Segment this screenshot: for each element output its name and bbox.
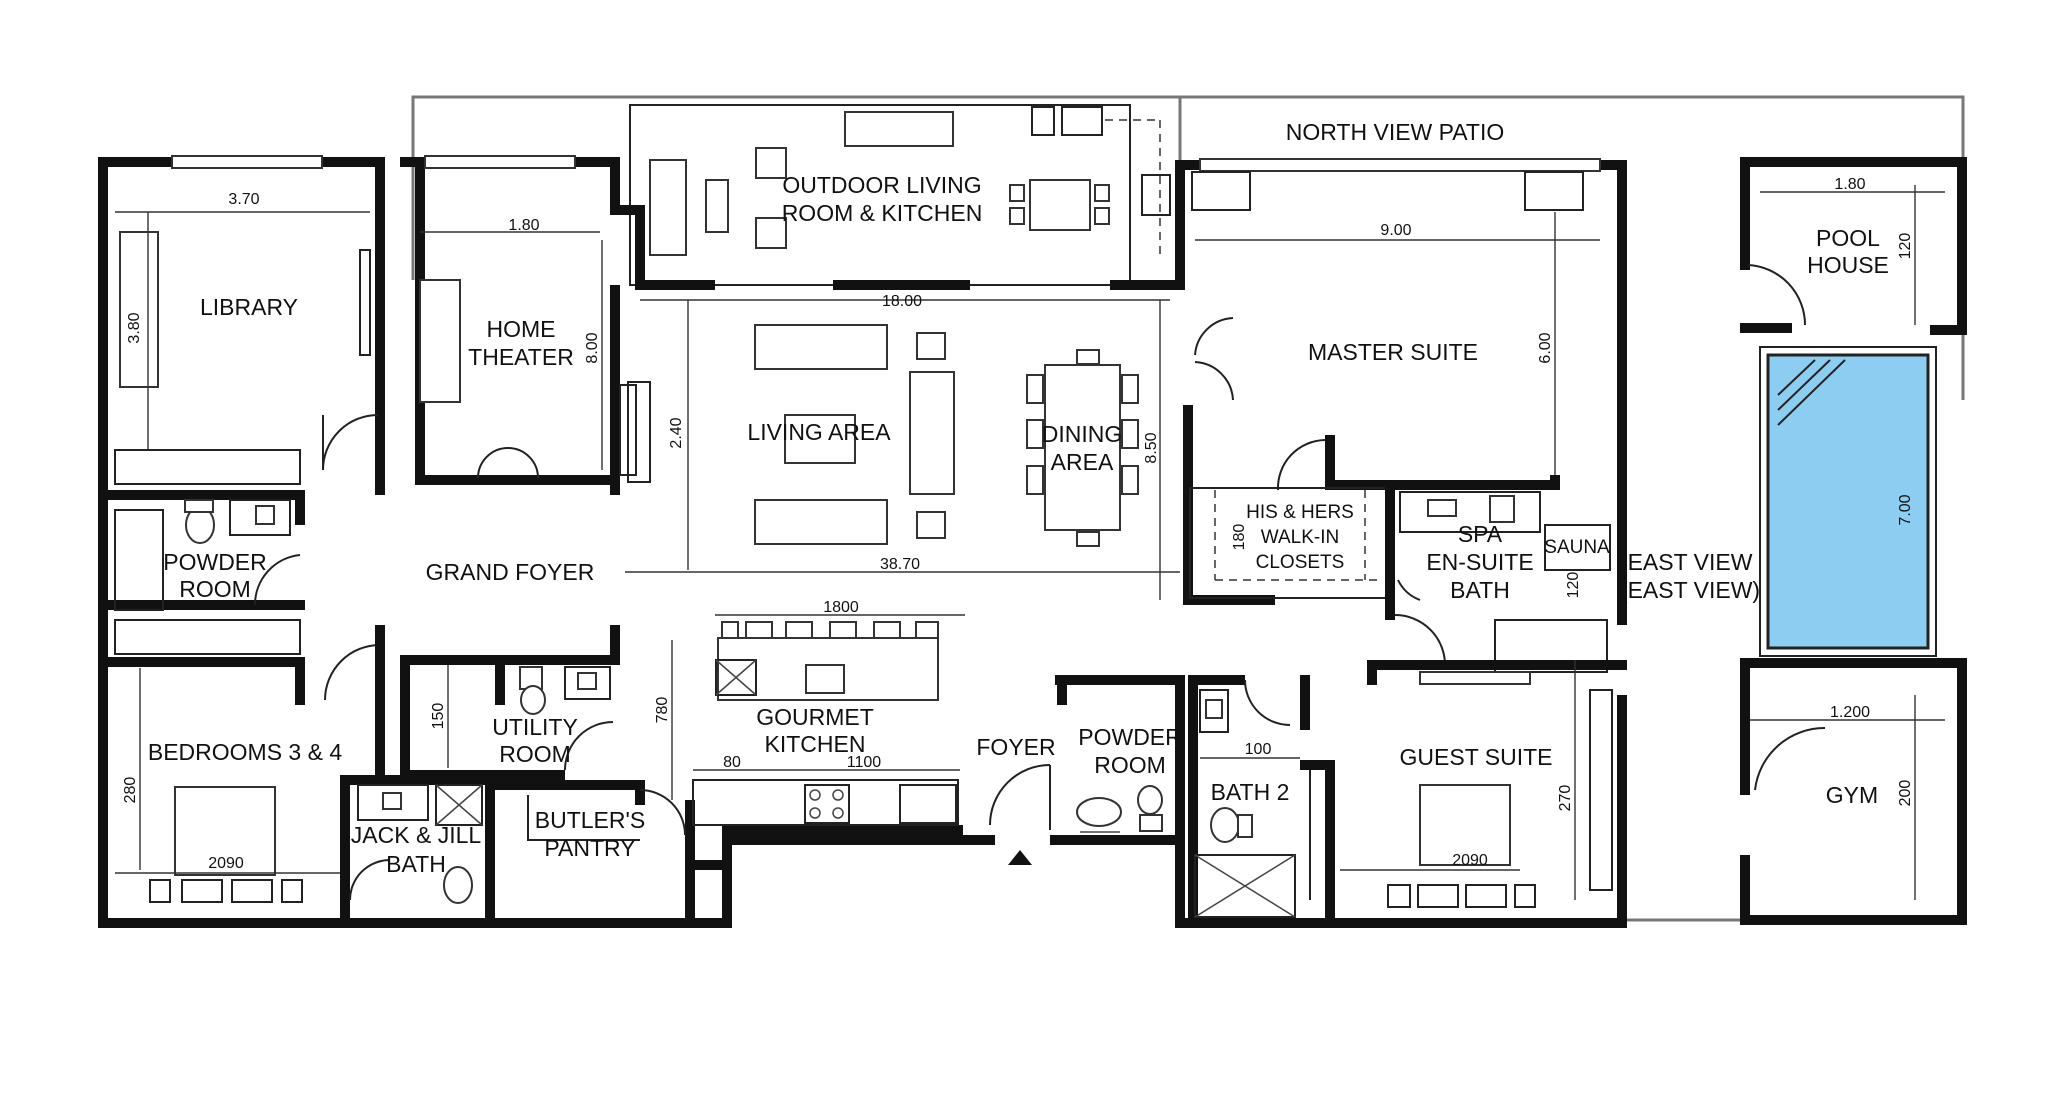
entry-arrow-icon [1008,850,1032,865]
master-suite [1183,158,1601,605]
bath-2 [1188,675,1335,928]
bedrooms-3-4 [98,625,385,928]
label-outdoor-living-2: ROOM & KITCHEN [782,200,983,226]
dim-guest-h: 270 [1557,785,1574,812]
pool-area [1740,157,1967,925]
label-butlers-2: PANTRY [544,835,635,861]
dim-bedroom-bed: 2090 [208,855,244,872]
dim-kitchen-h: 780 [654,697,671,724]
home-theater [419,155,637,479]
label-butlers-1: BUTLER'S [535,807,645,833]
dim-spa-h: 120 [1565,572,1582,599]
dim-closet-h: 180 [1231,524,1248,551]
label-dining-1: DINING [1042,421,1123,447]
dim-pool-house-h: 120 [1897,233,1914,260]
label-closets-3: CLOSETS [1256,552,1345,573]
label-gym: GYM [1826,782,1878,808]
label-bedrooms: BEDROOMS 3 & 4 [148,739,342,765]
utility-room [400,625,620,780]
label-utility-1: UTILITY [492,714,578,740]
label-closets-2: WALK-IN [1261,527,1339,548]
dim-overall-w: 38.70 [880,556,920,573]
dim-living-h: 2.40 [668,417,685,448]
dim-pool-len: 7.00 [1897,494,1914,525]
dim-island-w: 1800 [823,599,859,616]
dim-master-w: 9.00 [1380,222,1411,239]
label-outdoor-living-1: OUTDOOR LIVING [782,172,981,198]
label-grand-foyer: GRAND FOYER [426,559,595,585]
label-pool-house-1: POOL [1816,225,1880,251]
label-spa-3: BATH [1450,577,1510,603]
label-kitchen-2: KITCHEN [765,731,866,757]
butlers-pantry [485,780,686,841]
dim-master-h: 6.00 [1537,332,1554,363]
dim-library-w: 3.70 [228,191,259,208]
library [114,155,379,485]
label-foyer: FOYER [976,734,1055,760]
label-home-theater-1: HOME [487,316,556,342]
dim-theater-w: 1.80 [508,217,539,234]
label-master-suite: MASTER SUITE [1308,339,1478,365]
guest-suite [1300,660,1627,908]
dim-theater-h: 8.00 [584,332,601,363]
dim-guest-bed: 2090 [1452,852,1488,869]
label-bath2: BATH 2 [1211,779,1290,805]
label-spa-1: SPA [1458,521,1503,547]
dim-bath2-w: 100 [1245,741,1272,758]
label-east-view-2: (EAST VIEW) [1620,577,1760,603]
label-utility-2: ROOM [499,741,571,767]
room-labels: NORTH VIEW PATIO OUTDOOR LIVING ROOM & K… [148,119,1889,877]
label-living-area: LIVING AREA [747,419,891,445]
dim-library-h: 3.80 [126,312,143,343]
front-foyer [989,764,1051,865]
powder-room-east [1055,675,1185,845]
label-spa-2: EN-SUITE [1426,549,1533,575]
label-guest-suite: GUEST SUITE [1400,744,1553,770]
dim-living-w: 18.00 [882,293,922,310]
label-powder-room-e-2: ROOM [1094,752,1166,778]
dim-dining-h: 8.50 [1143,432,1160,463]
dim-counter-a: 80 [723,754,741,771]
label-library: LIBRARY [200,294,298,320]
dim-gym-h: 200 [1897,780,1914,807]
dim-utility-h: 150 [430,703,447,730]
dim-bedroom-h: 280 [122,777,139,804]
label-jack-jill-2: BATH [386,851,446,877]
label-powder-room-e-1: POWDER [1078,724,1182,750]
label-pool-house-2: HOUSE [1807,252,1889,278]
closets-spa [1189,483,1611,673]
dimension-labels: 3.70 3.80 1.80 8.00 18.00 2.40 8.50 38.7… [122,176,1914,872]
label-home-theater-2: THEATER [468,344,574,370]
label-powder-room-w-1: POWDER [163,549,267,575]
label-dining-2: AREA [1051,449,1114,475]
label-powder-room-w-2: ROOM [179,576,251,602]
dim-counter-b: 1100 [847,754,882,771]
label-north-view-patio: NORTH VIEW PATIO [1286,119,1505,145]
dim-gym-w: 1.200 [1830,704,1870,721]
dim-pool-house-w: 1.80 [1834,176,1865,193]
label-jack-jill-1: JACK & JILL [351,822,482,848]
label-closets-1: HIS & HERS [1246,502,1354,523]
powder-room-west [98,490,305,655]
gourmet-kitchen [671,614,965,826]
label-east-view-1: EAST VIEW [1628,549,1753,575]
label-sauna: SAUNA [1544,537,1610,558]
living-dining [625,299,1180,600]
label-kitchen-1: GOURMET [756,704,874,730]
